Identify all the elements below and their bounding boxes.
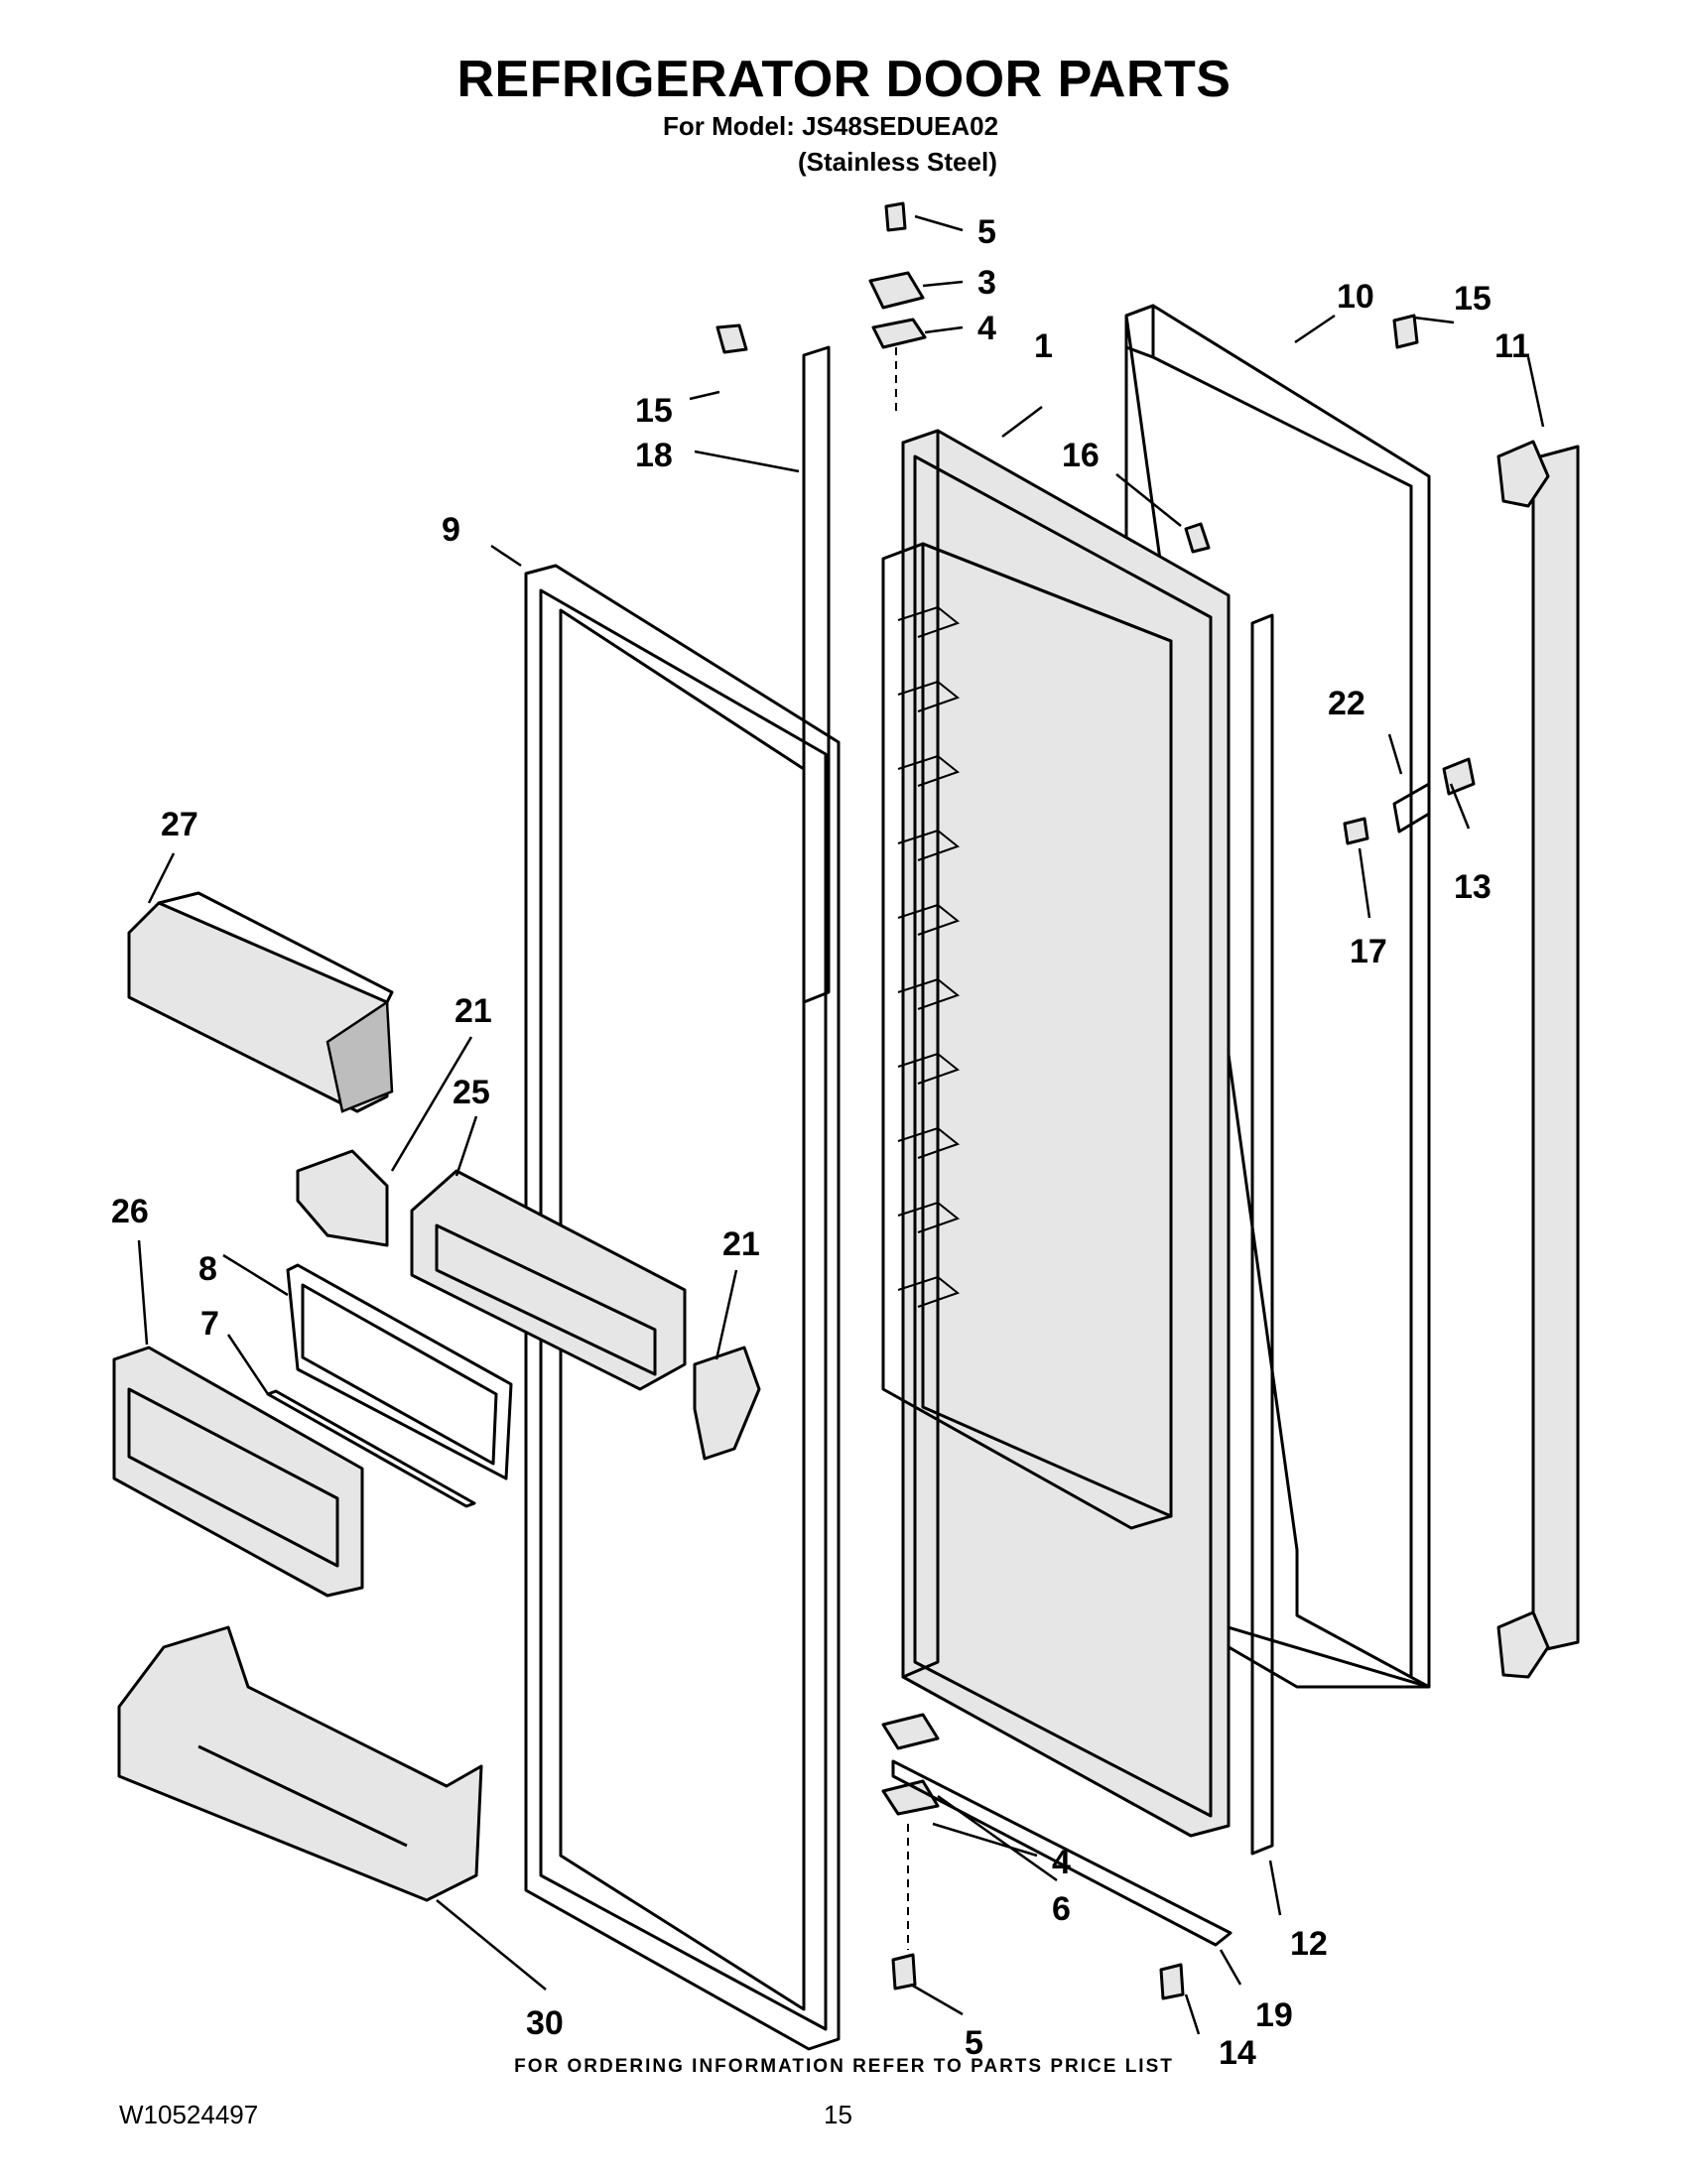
- callout-25: 25: [453, 1074, 490, 1111]
- callout-numbers: 5 3 4 1 10 15 11 16 15 18 9 22 13 17 27 …: [111, 213, 1530, 2072]
- callout-21-upper: 21: [454, 992, 492, 1030]
- callout-1: 1: [1034, 327, 1053, 365]
- model-line: For Model: JS48SEDUEA02: [663, 111, 999, 141]
- part-1-door-liner: [881, 429, 1231, 1838]
- part-21-bin-end-cap-upper: [296, 1149, 389, 1247]
- callout-15-left: 15: [635, 392, 673, 430]
- callout-8: 8: [198, 1250, 217, 1288]
- part-27-upper-door-bin: [127, 891, 394, 1113]
- callout-22: 22: [1328, 685, 1365, 722]
- callout-27: 27: [161, 806, 198, 843]
- callout-14: 14: [1219, 2034, 1256, 2072]
- callout-9: 9: [442, 511, 460, 549]
- callout-18: 18: [635, 437, 673, 474]
- callout-7: 7: [200, 1305, 219, 1343]
- part-11-door-handle: [1496, 440, 1580, 1679]
- page-title: REFRIGERATOR DOOR PARTS: [456, 51, 1232, 108]
- callout-16: 16: [1062, 437, 1100, 474]
- part-22-mounting-plate: [1392, 782, 1431, 834]
- callout-3: 3: [977, 264, 996, 302]
- callout-26: 26: [111, 1193, 149, 1230]
- part-13-standoff: [1442, 757, 1476, 796]
- callout-4-top: 4: [977, 310, 996, 347]
- callout-11: 11: [1494, 327, 1530, 365]
- part-17-screw: [1343, 817, 1369, 845]
- callout-4-bottom: 4: [1052, 1844, 1071, 1881]
- part-16-bushing: [1184, 522, 1211, 554]
- part-7-trim-strip: [266, 1389, 476, 1508]
- callout-5-top: 5: [977, 213, 996, 251]
- part-9-door-gasket: [524, 564, 841, 2051]
- ordering-note: FOR ORDERING INFORMATION REFER TO PARTS …: [514, 2056, 1174, 2077]
- part-8-window-frame: [286, 1263, 513, 1480]
- callout-15-right: 15: [1454, 280, 1492, 318]
- callout-10: 10: [1337, 278, 1374, 316]
- finish-line: (Stainless Steel): [798, 147, 997, 177]
- top-hinge-assembly: [868, 201, 927, 415]
- part-25-crisper-frame: [410, 1169, 687, 1391]
- callout-leader-lines: [137, 214, 1545, 2035]
- callout-30: 30: [526, 2004, 564, 2042]
- callout-5-bottom: 5: [965, 2024, 983, 2062]
- callout-21-lower: 21: [722, 1225, 760, 1263]
- part-15-screw-right: [1392, 314, 1419, 349]
- callout-12: 12: [1290, 1925, 1328, 1963]
- bottom-hinge-assembly: [881, 1713, 1233, 2000]
- callout-17: 17: [1350, 933, 1387, 970]
- part-21-bin-end-cap-lower: [693, 1346, 761, 1461]
- document-number: W10524497: [119, 2100, 259, 2129]
- liner-shelf-ribs: [897, 605, 961, 1308]
- part-12-trim-strip-right: [1250, 613, 1274, 1856]
- callout-6: 6: [1052, 1890, 1071, 1928]
- part-26-bin-front: [112, 1346, 364, 1598]
- page-number: 15: [824, 2100, 852, 2129]
- part-30-lower-door-bin: [117, 1625, 483, 1902]
- callout-19: 19: [1255, 1996, 1293, 2034]
- callout-13: 13: [1454, 868, 1492, 906]
- part-15-screw-left: [715, 323, 748, 354]
